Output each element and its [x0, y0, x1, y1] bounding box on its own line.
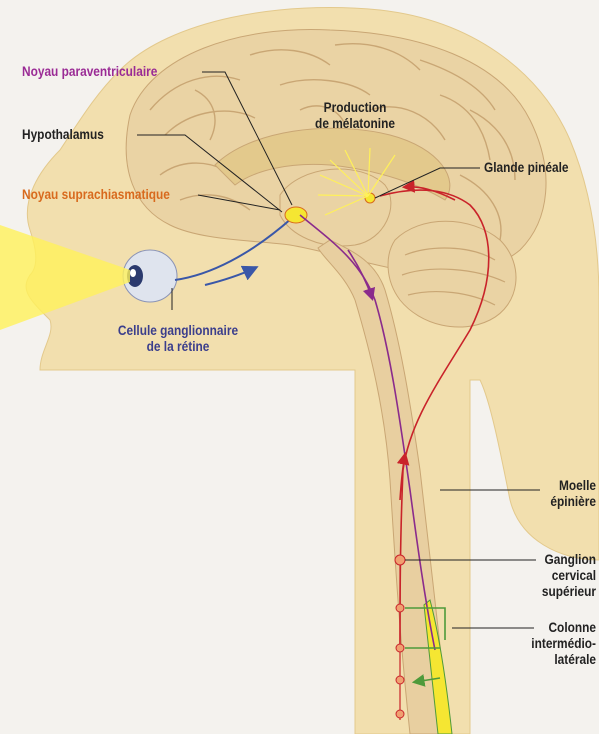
label-text: Production — [307, 100, 404, 116]
label-noyau-paraventriculaire: Noyau paraventriculaire — [22, 64, 157, 80]
label-text: intermédio- — [512, 636, 596, 652]
label-colonne-intermediolaterale: Colonne intermédio- latérale — [512, 620, 596, 668]
label-text: Glande pinéale — [484, 160, 569, 176]
label-text: de mélatonine — [307, 116, 404, 132]
eye — [123, 250, 177, 302]
label-cellule-ganglionnaire: Cellule ganglionnaire de la rétine — [99, 323, 257, 355]
label-text: Cellule ganglionnaire — [99, 323, 257, 339]
label-ganglion-cervical: Ganglion cervical supérieur — [529, 552, 596, 600]
label-text: Moelle — [529, 478, 596, 494]
label-text: latérale — [512, 652, 596, 668]
label-hypothalamus: Hypothalamus — [22, 127, 104, 143]
label-moelle-epiniere: Moelle épinière — [529, 478, 596, 510]
label-text: supérieur — [529, 584, 596, 600]
label-text: Colonne — [512, 620, 596, 636]
label-text: Hypothalamus — [22, 127, 104, 143]
label-glande-pineale: Glande pinéale — [484, 160, 569, 176]
label-text: de la rétine — [99, 339, 257, 355]
suprachiasmatic-nucleus — [285, 207, 307, 223]
label-production-melatonine: Production de mélatonine — [307, 100, 404, 132]
label-text: Noyau suprachiasmatique — [22, 187, 170, 203]
label-text: épinière — [529, 494, 596, 510]
label-text: Ganglion — [529, 552, 596, 568]
label-text: cervical — [529, 568, 596, 584]
label-text: Noyau paraventriculaire — [22, 64, 157, 80]
label-noyau-suprachiasmatique: Noyau suprachiasmatique — [22, 187, 170, 203]
